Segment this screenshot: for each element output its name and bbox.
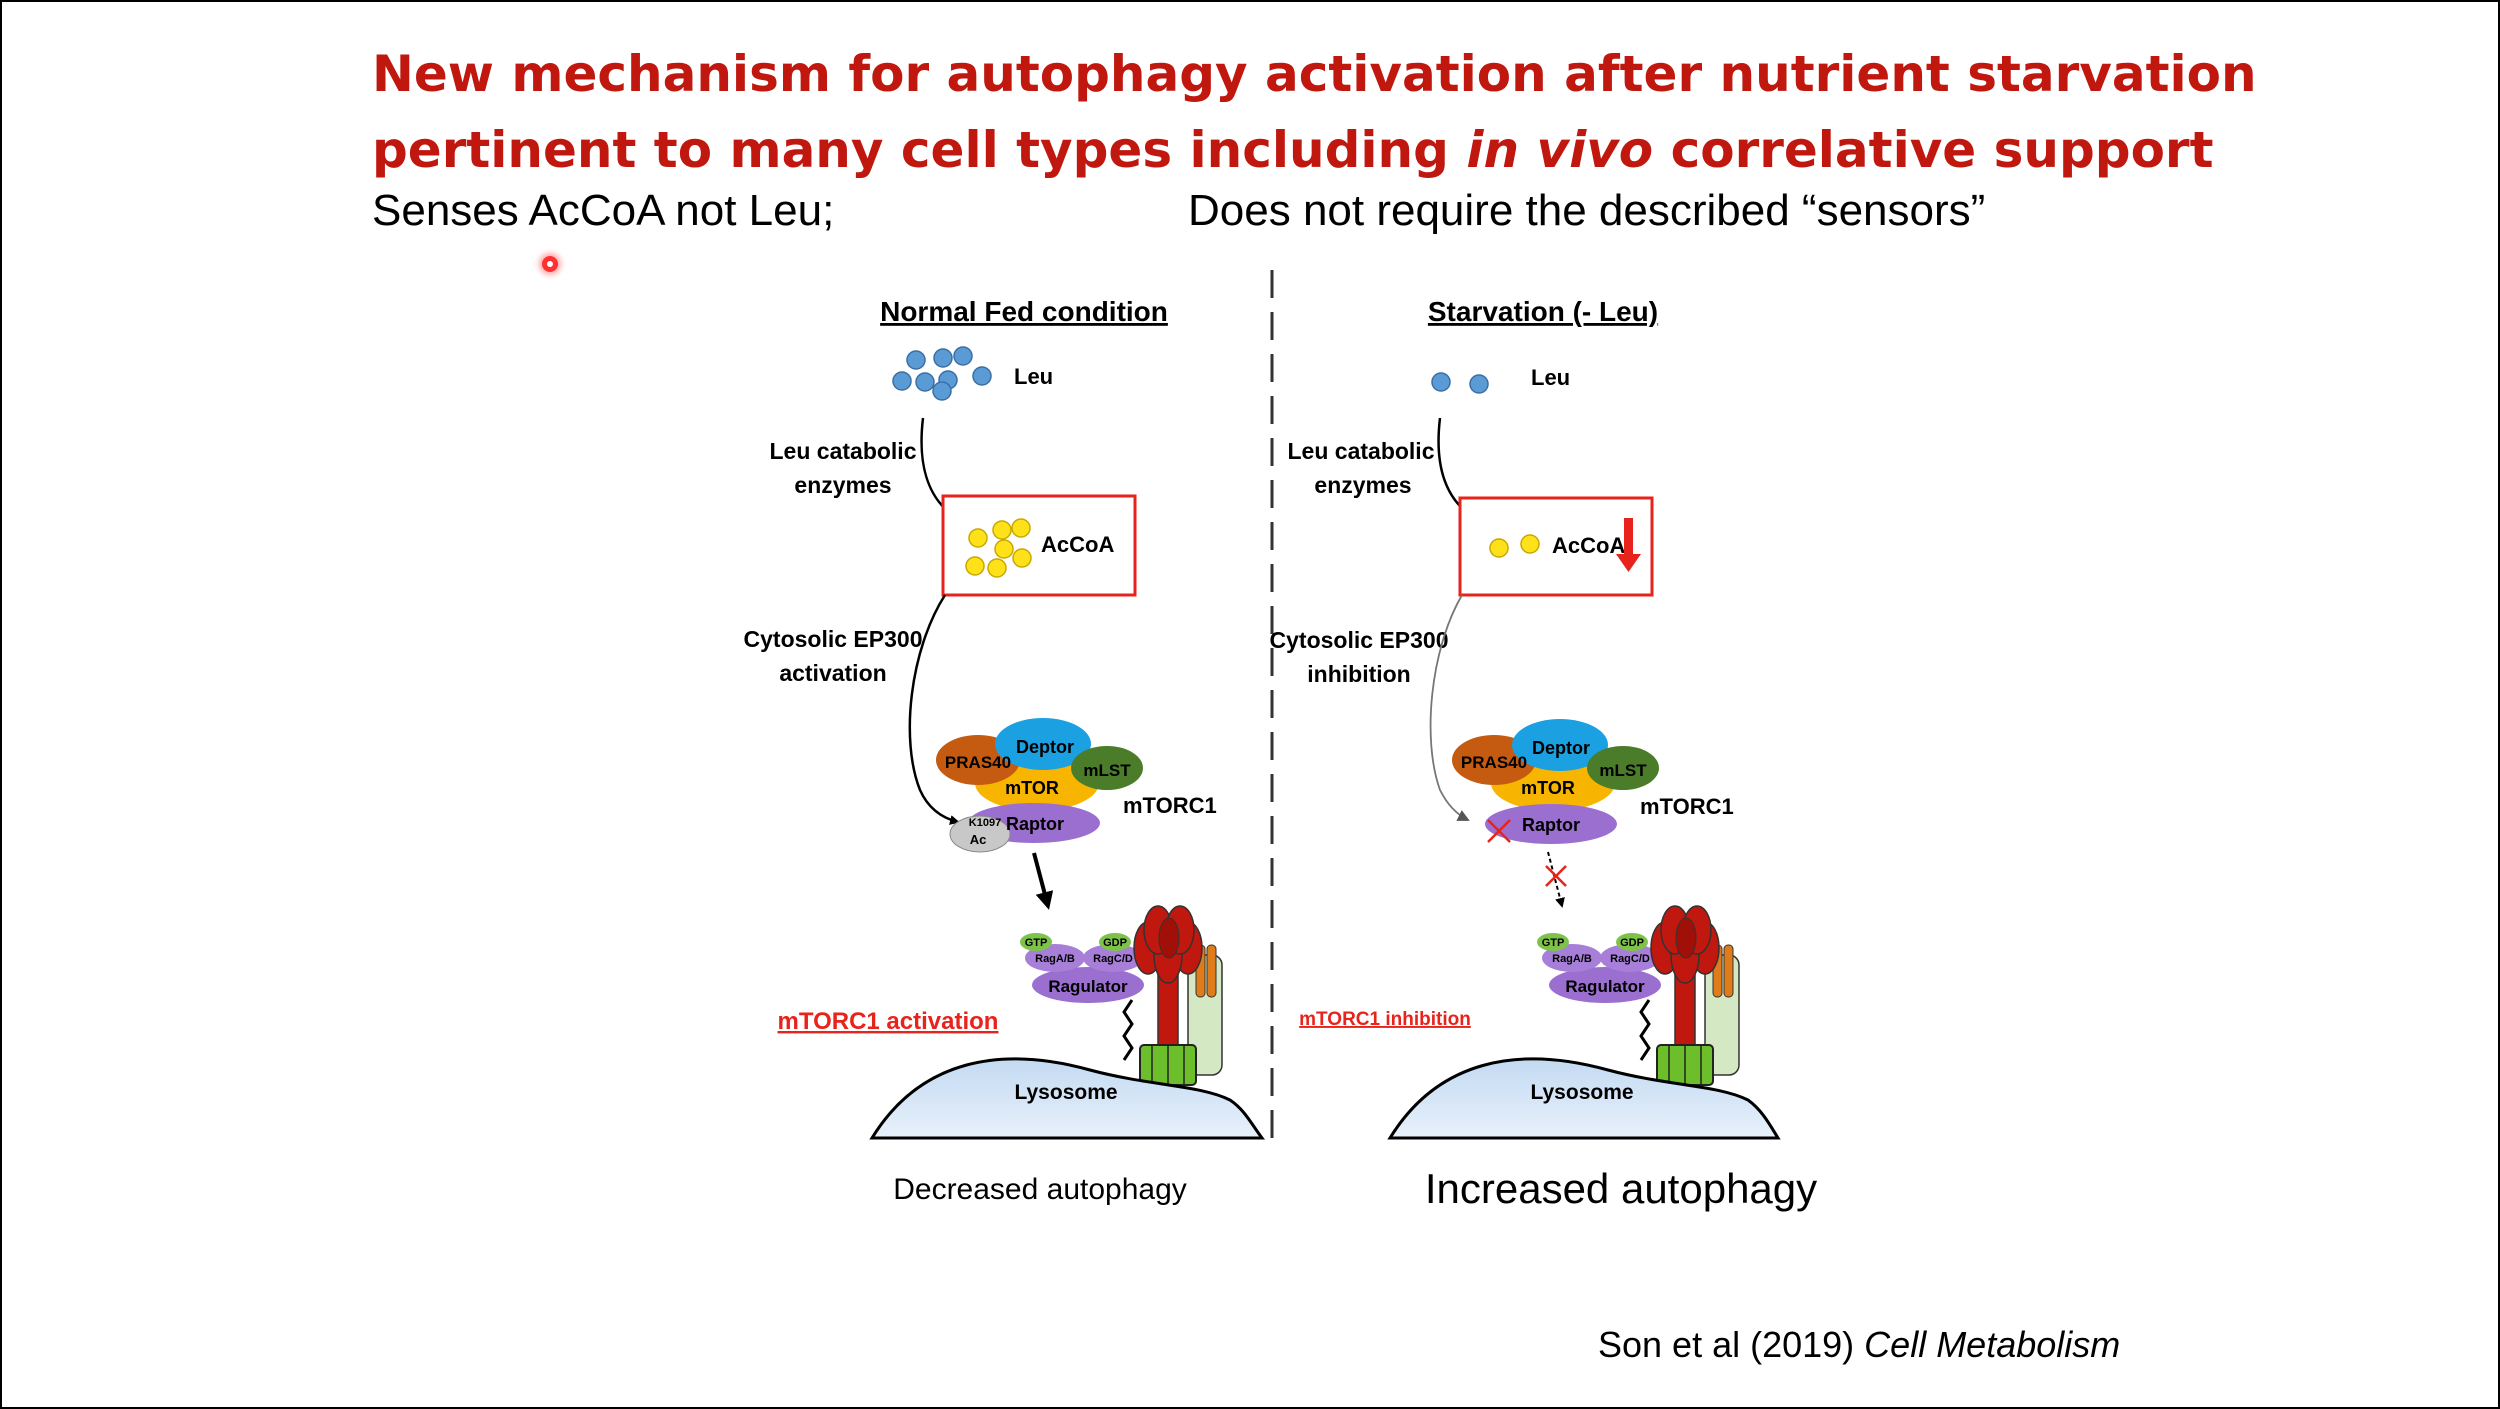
right-pras40-label: PRAS40 <box>1461 753 1527 772</box>
title-line-2-end: correlative support <box>1653 121 2214 179</box>
left-ragcd-blob <box>1083 944 1143 972</box>
right-outcome: Increased autophagy <box>1425 1165 1817 1212</box>
right-leu-label: Leu <box>1531 365 1570 390</box>
right-heading: Starvation (- Leu) <box>1428 296 1658 327</box>
title-line-2-italic: in vivo <box>1466 121 1654 179</box>
right-mlst-label: mLST <box>1599 761 1647 780</box>
right-panel: Starvation (- Leu) Leu Leu catabolic enz… <box>1270 296 1818 1212</box>
right-ep300-arrow <box>1429 594 1470 821</box>
right-ragulator-blob <box>1549 967 1661 1003</box>
right-mtor-label: mTOR <box>1521 778 1575 798</box>
left-lysosome-shape <box>869 1057 1266 1140</box>
left-mtorc1-label: mTORC1 <box>1123 793 1217 818</box>
left-mlst-label: mLST <box>1083 761 1131 780</box>
citation-authors: Son et al (2019) <box>1598 1324 1865 1365</box>
left-deptor-blob <box>995 718 1091 770</box>
left-accoa-molecules <box>965 518 1032 578</box>
right-mlst-blob <box>1587 746 1659 790</box>
left-ep300-line1: Cytosolic EP300 <box>744 626 923 652</box>
left-leu-label: Leu <box>1014 364 1053 389</box>
citation: Son et al (2019) Cell Metabolism <box>1598 1324 2120 1366</box>
left-ragulator-blob <box>1032 967 1144 1003</box>
left-ragab-label: RagA/B <box>1035 953 1075 965</box>
left-gdp-label: GDP <box>1103 937 1127 949</box>
right-mtorc1-label: mTORC1 <box>1640 794 1734 819</box>
right-v-atpase-icon <box>1639 905 1740 1086</box>
right-deptor-label: Deptor <box>1532 738 1590 758</box>
subtitle-right: Does not require the described “sensors” <box>1188 186 1986 235</box>
left-acetyl-blob <box>949 815 1011 853</box>
right-ragulator-label: Ragulator <box>1565 977 1645 996</box>
right-ragab-blob <box>1542 944 1602 972</box>
right-enzymes-line2: enzymes <box>1314 472 1411 498</box>
right-ep300-line2: inhibition <box>1307 661 1410 687</box>
left-lysosome-label: Lysosome <box>1014 1081 1117 1104</box>
left-k1097-label: K1097 <box>969 817 1001 829</box>
citation-journal: Cell Metabolism <box>1864 1324 2121 1365</box>
right-accoa-label: AcCoA <box>1552 533 1625 558</box>
right-status: mTORC1 inhibition <box>1299 1009 1471 1030</box>
left-status: mTORC1 activation <box>778 1008 999 1035</box>
left-ep300-line2: activation <box>779 660 886 686</box>
left-panel: Normal Fed condition Leu Leu catabolic e… <box>744 296 1266 1206</box>
right-gdp-blob <box>1616 933 1648 951</box>
left-outcome: Decreased autophagy <box>893 1173 1187 1206</box>
right-gdp-label: GDP <box>1620 937 1644 949</box>
title-line-2-start: pertinent to many cell types including <box>372 121 1467 179</box>
right-lysosome-label: Lysosome <box>1530 1081 1633 1104</box>
right-ragab-label: RagA/B <box>1552 953 1592 965</box>
right-ragcd-blob <box>1600 944 1660 972</box>
title-line-1: New mechanism for autophagy activation a… <box>372 45 2257 103</box>
left-ragcd-label: RagC/D <box>1093 953 1133 965</box>
down-arrow-icon <box>1616 518 1641 572</box>
right-raptor-label: Raptor <box>1522 815 1580 835</box>
left-ep300-arrow <box>908 594 960 825</box>
right-accoa-molecules <box>1489 534 1540 558</box>
left-enzymes-line1: Leu catabolic <box>770 438 917 464</box>
left-enzymes-line2: enzymes <box>794 472 891 498</box>
blocked-acetylation-icon <box>1487 819 1511 843</box>
right-ragcd-label: RagC/D <box>1610 953 1650 965</box>
left-mtor-label: mTOR <box>1005 778 1059 798</box>
left-gtp-label: GTP <box>1025 937 1048 949</box>
left-heading: Normal Fed condition <box>880 296 1168 327</box>
right-deptor-blob <box>1512 719 1608 771</box>
right-blocked-arrow <box>1547 851 1565 908</box>
left-gdp-blob <box>1099 933 1131 951</box>
left-ragab-blob <box>1025 944 1085 972</box>
right-ep300-line1: Cytosolic EP300 <box>1270 627 1449 653</box>
left-deptor-label: Deptor <box>1016 737 1074 757</box>
left-gtp-blob <box>1020 933 1052 951</box>
blocked-activation-icon <box>1545 865 1567 887</box>
left-accoa-label: AcCoA <box>1041 532 1114 557</box>
right-raptor-blob <box>1485 804 1617 844</box>
right-gtp-blob <box>1537 933 1569 951</box>
left-ragulator-label: Ragulator <box>1048 977 1128 996</box>
left-ac-label: Ac <box>970 832 987 847</box>
left-leu-molecules <box>892 346 992 401</box>
right-lysosome-shape <box>1387 1057 1781 1140</box>
subtitle-left: Senses AcCoA not Leu; <box>372 186 835 235</box>
left-raptor-label: Raptor <box>1006 814 1064 834</box>
laser-pointer-icon <box>542 256 558 272</box>
left-mlst-blob <box>1071 746 1143 790</box>
right-gtp-label: GTP <box>1542 937 1565 949</box>
right-enzymes-line1: Leu catabolic <box>1288 438 1435 464</box>
slide-title: New mechanism for autophagy activation a… <box>372 36 2257 188</box>
title-line-2: pertinent to many cell types including i… <box>372 112 2257 188</box>
left-pras40-label: PRAS40 <box>945 753 1011 772</box>
right-leu-molecules <box>1431 372 1489 394</box>
left-activation-arrow <box>1032 852 1054 910</box>
left-v-atpase-icon <box>1122 905 1223 1086</box>
